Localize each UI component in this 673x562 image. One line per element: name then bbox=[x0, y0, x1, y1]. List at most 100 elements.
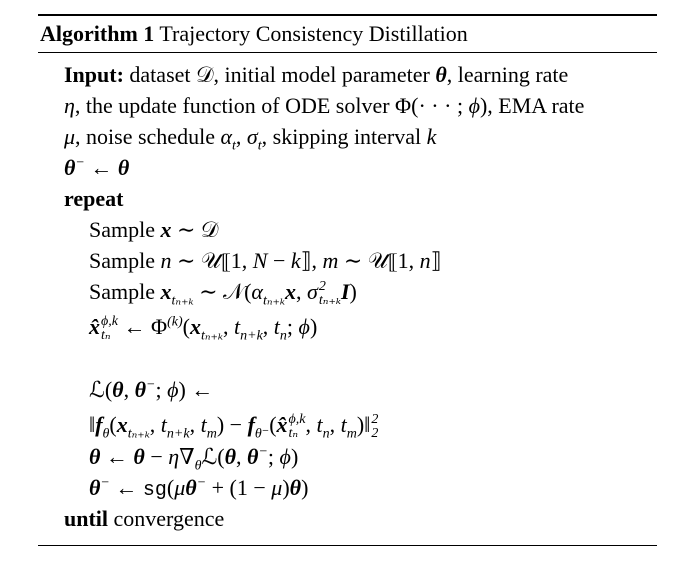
math-text: ∼ 𝒰⟦1, bbox=[171, 248, 253, 273]
algorithm-line: Sample x ∼ 𝒟 bbox=[64, 214, 584, 245]
math-text: m bbox=[346, 426, 357, 442]
algorithm-bottom-rule bbox=[38, 545, 657, 546]
math-text: x̂ bbox=[276, 412, 288, 437]
math-text: x bbox=[160, 217, 172, 242]
math-text: ( bbox=[109, 412, 117, 437]
math-text: ⟧, bbox=[300, 248, 323, 273]
algorithm-title: Trajectory Consistency Distillation bbox=[159, 21, 468, 46]
math-text: , skipping interval bbox=[261, 124, 427, 149]
math-text: θ bbox=[289, 475, 302, 500]
math-text: m bbox=[206, 426, 217, 442]
math-text: , the update function of ODE solver Φ(· … bbox=[74, 93, 469, 118]
math-text: μ bbox=[271, 475, 283, 500]
math-text: ) bbox=[309, 314, 318, 339]
math-text: θ⁻ bbox=[254, 426, 270, 442]
superscript: ϕ,k bbox=[101, 313, 118, 329]
math-text: , bbox=[235, 124, 247, 149]
keyword: Input: bbox=[64, 62, 124, 87]
math-text: θ bbox=[102, 426, 110, 442]
math-text: k bbox=[426, 124, 437, 149]
math-text: ) bbox=[301, 475, 309, 500]
math-text: , bbox=[305, 412, 317, 437]
math-text: ℒ( bbox=[201, 444, 225, 469]
math-text: ‖ bbox=[89, 412, 96, 437]
math-text: − bbox=[144, 444, 169, 469]
math-text: θ bbox=[134, 377, 147, 402]
algorithm-top-rule bbox=[38, 14, 657, 16]
math-text: ( bbox=[269, 412, 277, 437]
algorithm-line: θ− ← sg(μθ− + (1 − μ)θ) bbox=[64, 472, 584, 503]
math-text: η bbox=[64, 93, 75, 118]
math-text: t bbox=[340, 412, 347, 437]
math-text: f bbox=[247, 412, 255, 437]
math-text: σ bbox=[246, 124, 258, 149]
math-text: , bbox=[329, 412, 341, 437]
math-text: ; bbox=[155, 377, 168, 402]
math-text: dataset 𝒟, initial model parameter bbox=[123, 62, 436, 87]
math-text: θ bbox=[64, 155, 76, 180]
math-text: ∼ 𝒩( bbox=[193, 279, 252, 304]
blank-line bbox=[64, 343, 584, 374]
math-text: ) bbox=[290, 444, 299, 469]
math-text: η bbox=[168, 444, 180, 469]
math-text: μ bbox=[174, 475, 186, 500]
math-text: tₙ₊ₖ bbox=[262, 293, 286, 309]
math-text: ℒ( bbox=[89, 377, 113, 402]
math-text: θ bbox=[89, 475, 101, 500]
math-text: t bbox=[234, 314, 241, 339]
math-text: ϕ bbox=[167, 377, 179, 402]
math-text: t bbox=[200, 412, 207, 437]
math-text: n bbox=[279, 328, 287, 344]
math-text: x bbox=[189, 314, 201, 339]
math-text: θ bbox=[133, 444, 145, 469]
subscript: tₙ bbox=[101, 327, 111, 343]
math-text: t bbox=[232, 138, 236, 154]
math-text: x̂ bbox=[89, 314, 100, 339]
math-text: ∼ 𝒟 bbox=[171, 217, 219, 242]
math-text: n bbox=[160, 248, 172, 273]
algorithm-line: Sample n ∼ 𝒰⟦1, N − k⟧, m ∼ 𝒰⟦1, n⟧ bbox=[64, 245, 584, 276]
math-text: α bbox=[220, 124, 233, 149]
math-text: f bbox=[95, 412, 103, 437]
math-text: − bbox=[267, 248, 291, 273]
math-text: , bbox=[149, 412, 161, 437]
math-text: μ bbox=[64, 124, 76, 149]
keyword: repeat bbox=[64, 186, 124, 211]
math-text: ← bbox=[84, 155, 118, 180]
math-text: − bbox=[100, 475, 110, 491]
math-text: − bbox=[196, 475, 207, 491]
math-text: α bbox=[251, 279, 263, 304]
math-text: )‖ bbox=[356, 412, 371, 437]
math-text: θ bbox=[112, 377, 124, 402]
math-text: − bbox=[146, 377, 156, 393]
math-text: ∇ bbox=[179, 444, 195, 469]
math-text: x bbox=[285, 279, 297, 304]
algorithm-title-rule bbox=[38, 52, 657, 53]
math-text: σ bbox=[307, 279, 318, 304]
math-text: , noise schedule bbox=[75, 124, 221, 149]
math-text: n bbox=[419, 248, 431, 273]
math-text: k bbox=[290, 248, 301, 273]
math-text: x bbox=[116, 412, 128, 437]
math-text: sg bbox=[142, 479, 167, 502]
algorithm-line: θ− ← θ bbox=[64, 152, 584, 183]
math-text: ) bbox=[282, 475, 290, 500]
math-text: , bbox=[236, 444, 248, 469]
math-text: θ bbox=[117, 155, 130, 180]
math-text: convergence bbox=[108, 506, 225, 531]
math-text: , bbox=[223, 314, 234, 339]
math-text: ) bbox=[349, 279, 357, 304]
superscript: ϕ,k bbox=[288, 411, 306, 427]
math-text: ( bbox=[166, 475, 175, 500]
algorithm-label: Algorithm 1 bbox=[40, 21, 155, 46]
math-text: θ bbox=[194, 458, 202, 474]
math-text: N bbox=[252, 248, 268, 273]
algorithm-line: repeat bbox=[64, 183, 584, 214]
math-text: ) ← bbox=[178, 377, 214, 402]
math-text: θ bbox=[435, 62, 447, 87]
math-text: ∼ 𝒰⟦1, bbox=[338, 248, 420, 273]
